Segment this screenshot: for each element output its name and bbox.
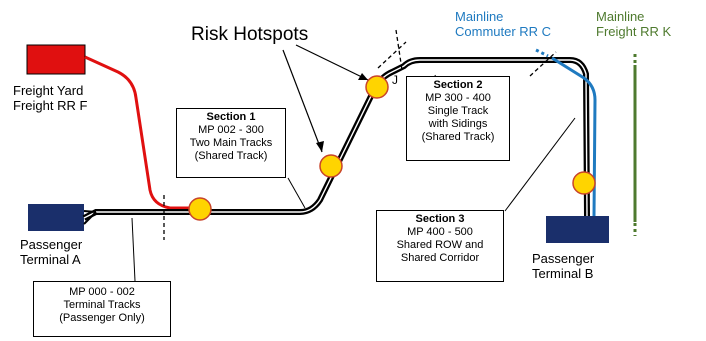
mainline-c-label: Mainline Commuter RR C [455, 9, 552, 39]
section-0-box: MP 000 - 002 Terminal Tracks (Passenger … [33, 281, 171, 337]
section-1-line: Two Main Tracks [189, 137, 273, 149]
mainline-k-label: Mainline Freight RR K [596, 9, 672, 39]
main-track-inner [83, 59, 588, 219]
section-3-line: MP 400 - 500 [407, 226, 473, 238]
section-2-box: Section 2 MP 300 - 400 Single Track with… [406, 76, 510, 161]
junction-label: J [392, 73, 398, 87]
hotspot-arrows [282, 44, 369, 153]
section-2-line: with Sidings [428, 118, 488, 130]
section-0-line: MP 000 - 002 [69, 286, 135, 298]
section-1-box: Section 1 MP 002 - 300 Two Main Tracks (… [176, 108, 286, 178]
divider-junction [395, 29, 403, 71]
section-2-title: Section 2 [433, 79, 483, 91]
section-3-title: Section 3 [415, 213, 465, 225]
terminal-b-label: Passenger Terminal B [532, 251, 595, 281]
hotspot-arrowheads [316, 73, 368, 152]
section-3-line: Shared Corridor [400, 252, 480, 264]
divider-mp-300 [377, 41, 407, 69]
freight-yard-label: Freight Yard Freight RR F [13, 83, 88, 113]
hotspot-circle[interactable] [188, 197, 212, 221]
terminal-a-block [28, 204, 84, 231]
terminal-b-block [546, 216, 609, 243]
freight-rr-f-line [84, 55, 190, 210]
hotspot-circle[interactable] [365, 75, 389, 99]
section-2-line: MP 300 - 400 [425, 92, 491, 104]
section-0-line: (Passenger Only) [59, 312, 145, 324]
section-2-line: Single Track [427, 105, 489, 117]
risk-hotspots-title: Risk Hotspots [191, 24, 309, 45]
section-3-line: Shared ROW and [396, 239, 484, 251]
terminal-a-label: Passenger Terminal A [20, 237, 83, 267]
divider-mp-400 [529, 51, 557, 77]
section-1-title: Section 1 [206, 111, 256, 123]
commuter-rr-c-line [551, 56, 597, 217]
hotspot-circle[interactable] [572, 171, 596, 195]
section-1-line: MP 002 - 300 [198, 124, 264, 136]
section-0-line: Terminal Tracks [63, 299, 141, 311]
commuter-rr-c-dashes [535, 48, 549, 58]
section-1-line: (Shared Track) [194, 150, 268, 162]
terminal-a-stub-track [83, 210, 97, 225]
hotspot-circle[interactable] [319, 154, 343, 178]
freight-yard-block [26, 44, 86, 75]
section-2-line: (Shared Track) [421, 131, 495, 143]
section-3-box: Section 3 MP 400 - 500 Shared ROW and Sh… [376, 210, 504, 282]
main-track [82, 57, 590, 221]
